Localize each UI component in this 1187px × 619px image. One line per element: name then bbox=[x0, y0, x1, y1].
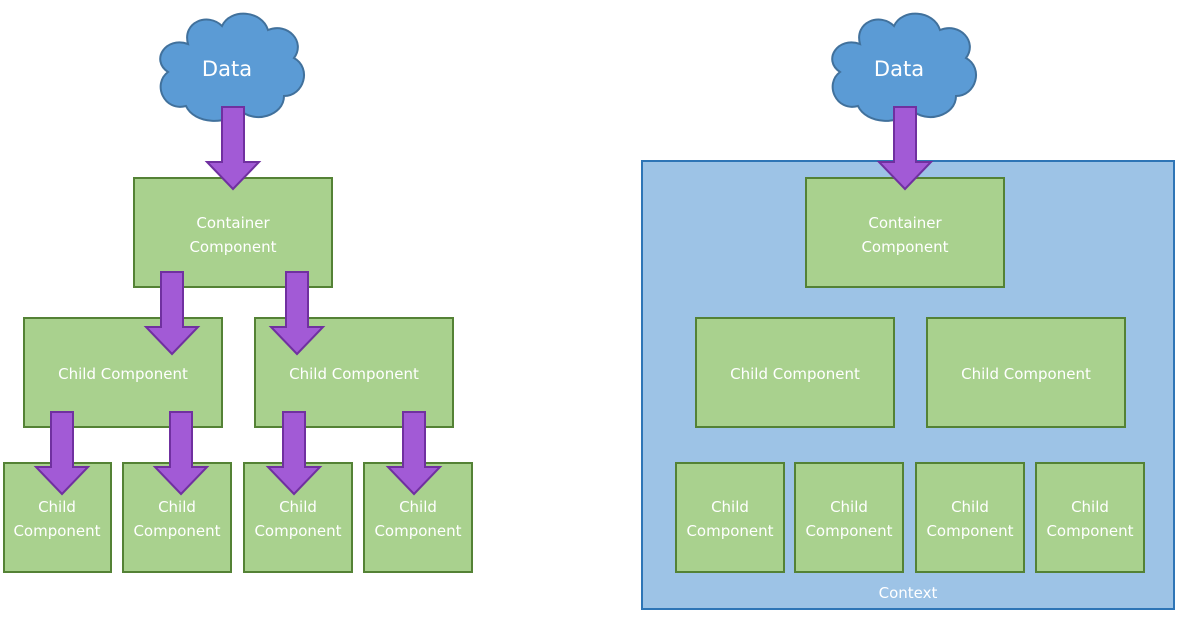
left-data-label: Data bbox=[202, 57, 252, 81]
left-child-l2-4-line2: Component bbox=[374, 522, 461, 540]
right-container-box bbox=[805, 177, 1005, 288]
left-child-component-l2-2: Child Component bbox=[122, 462, 232, 573]
left-child-l2-3-line2: Component bbox=[254, 522, 341, 540]
right-child-l2-3-box bbox=[915, 462, 1025, 573]
left-child-l2-4-line1: Child bbox=[399, 498, 437, 516]
left-child-l1-2-label: Child Component bbox=[289, 365, 419, 383]
left-child-l2-1-line2: Component bbox=[13, 522, 100, 540]
right-container-label-line2: Component bbox=[861, 238, 948, 256]
left-child-l1-1-label: Child Component bbox=[58, 365, 188, 383]
right-child-l1-1-label: Child Component bbox=[730, 365, 860, 383]
right-child-component-l1-2: Child Component bbox=[926, 317, 1126, 428]
right-child-l1-2-box bbox=[926, 317, 1126, 428]
right-child-l2-3-line1: Child bbox=[951, 498, 989, 516]
left-child-l2-2-line1: Child bbox=[158, 498, 196, 516]
right-child-l2-4-line2: Component bbox=[1046, 522, 1133, 540]
left-data-cloud: Data bbox=[159, 12, 306, 122]
right-data-cloud: Data bbox=[831, 12, 978, 122]
right-child-l2-1-box bbox=[675, 462, 785, 573]
left-container-component: Container Component bbox=[133, 177, 333, 288]
right-child-l1-1-box bbox=[695, 317, 895, 428]
left-container-box bbox=[133, 177, 333, 288]
right-child-component-l2-3: Child Component bbox=[915, 462, 1025, 573]
right-data-label: Data bbox=[874, 57, 924, 81]
right-container-label-line1: Container bbox=[868, 214, 942, 232]
right-child-component-l1-1: Child Component bbox=[695, 317, 895, 428]
right-child-l2-4-box bbox=[1035, 462, 1145, 573]
left-container-label-line2: Component bbox=[189, 238, 276, 256]
right-child-l2-2-line2: Component bbox=[805, 522, 892, 540]
left-container-label-line1: Container bbox=[196, 214, 270, 232]
right-container-component: Container Component bbox=[805, 177, 1005, 288]
right-child-l2-2-line1: Child bbox=[830, 498, 868, 516]
right-child-l2-2-box bbox=[794, 462, 904, 573]
right-child-l2-3-line2: Component bbox=[926, 522, 1013, 540]
context-label: Context bbox=[879, 584, 938, 602]
left-child-l2-3-line1: Child bbox=[279, 498, 317, 516]
right-child-l2-1-line2: Component bbox=[686, 522, 773, 540]
right-child-l1-2-label: Child Component bbox=[961, 365, 1091, 383]
right-child-l2-4-line1: Child bbox=[1071, 498, 1109, 516]
right-child-l2-1-line1: Child bbox=[711, 498, 749, 516]
right-child-component-l2-4: Child Component bbox=[1035, 462, 1145, 573]
right-child-component-l2-1: Child Component bbox=[675, 462, 785, 573]
left-diagram: Data Container Component Child Component… bbox=[3, 12, 473, 573]
right-child-component-l2-2: Child Component bbox=[794, 462, 904, 573]
left-child-l2-2-line2: Component bbox=[133, 522, 220, 540]
right-diagram: Context Data Container Component Child C… bbox=[641, 12, 1175, 610]
left-child-l2-1-line1: Child bbox=[38, 498, 76, 516]
